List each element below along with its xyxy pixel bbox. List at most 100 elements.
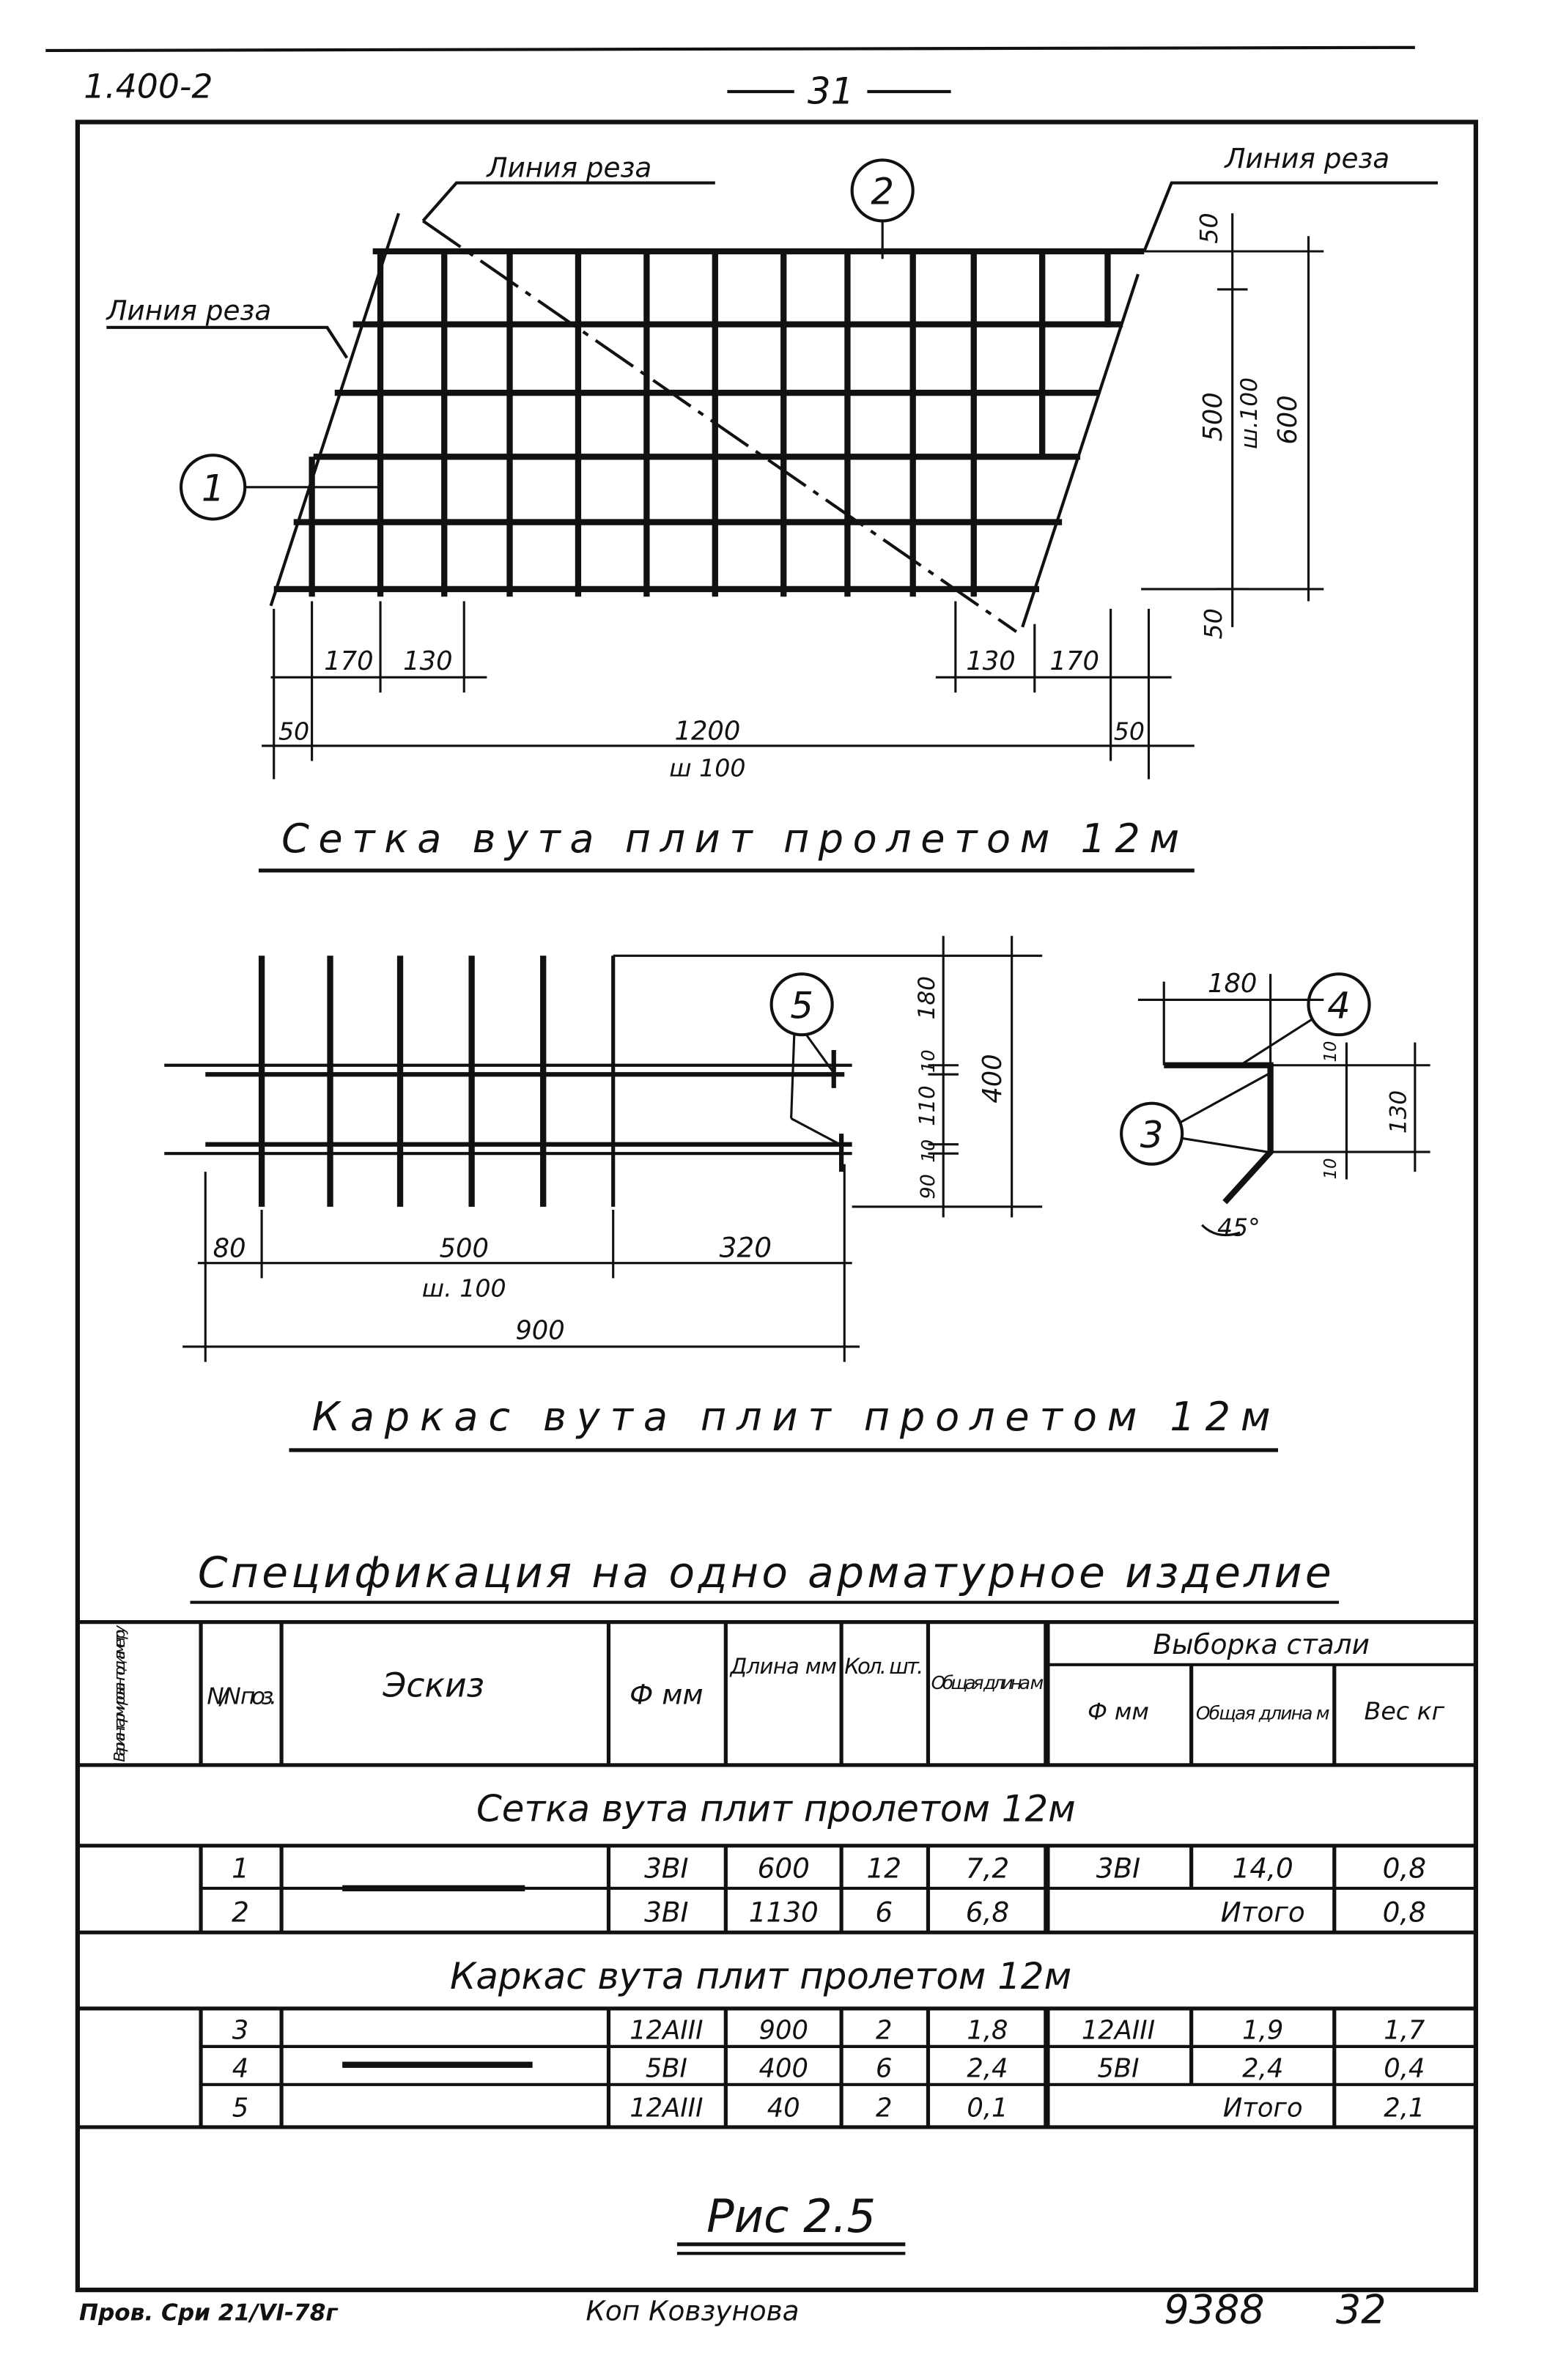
frame-dim-90: 90 <box>917 1174 939 1199</box>
header-total-length: Общая длина м <box>931 1672 1044 1693</box>
svg-text:0,1: 0,1 <box>967 2093 1008 2123</box>
callout-3: 3 <box>1120 1071 1271 1166</box>
frame-dim-80: 80 <box>213 1233 246 1263</box>
svg-text:400: 400 <box>759 2053 808 2083</box>
footer-checked-note: Пров. Сри 21/VI-78г <box>79 2300 339 2327</box>
frame-dim-400: 400 <box>978 1054 1008 1103</box>
svg-text:0,8: 0,8 <box>1383 1896 1426 1929</box>
doc-code: 1.400-2 <box>84 67 213 106</box>
svg-text:0,8: 0,8 <box>1383 1852 1426 1884</box>
table-row: 1 3BI 600 12 7,2 3BI 14,0 0,8 <box>232 1852 1426 1884</box>
frame-dimensions <box>182 936 1043 1362</box>
mesh-horizontal-bars <box>273 248 1145 593</box>
detail-dim-10b: 10 <box>1321 1158 1340 1179</box>
mesh-dimensions-bottom <box>262 601 1195 780</box>
figure-caption: Рис 2.5 <box>706 2189 876 2243</box>
dim-170-right: 170 <box>1050 646 1099 676</box>
header-pos: N/N поз. <box>207 1684 277 1710</box>
dim-170-left: 170 <box>324 646 373 676</box>
svg-text:3BI: 3BI <box>1096 1852 1140 1884</box>
table-row: 3 12AIII 900 2 1,8 12AIII 1,9 1,7 <box>232 2016 1425 2046</box>
svg-text:1130: 1130 <box>749 1896 819 1929</box>
header-dia: Ф мм <box>630 1679 703 1711</box>
svg-text:40: 40 <box>767 2093 800 2123</box>
svg-text:7,2: 7,2 <box>966 1852 1009 1884</box>
header-sel-dia: Ф мм <box>1088 1699 1149 1726</box>
frame-dim-10a: 10 <box>918 1049 939 1073</box>
detail-dim-180: 180 <box>1208 969 1257 999</box>
header-variant: Вариант армирован. по диаметру <box>111 1625 128 1762</box>
svg-text:1,9: 1,9 <box>1242 2016 1283 2046</box>
dim-130-right: 130 <box>966 646 1015 676</box>
spec-table: Вариант армирован. по диаметру N/N поз. … <box>78 1620 1476 2129</box>
frame-dim-320: 320 <box>720 1231 772 1263</box>
dim-50-bottom: 50 <box>1199 608 1227 639</box>
page-number: 31 <box>727 70 951 113</box>
dim-50-top: 50 <box>1195 212 1223 243</box>
mesh-vertical-bars <box>309 251 1111 597</box>
svg-text:900: 900 <box>759 2016 808 2046</box>
frame-drawing: 5 180 10 110 10 90 400 80 500 ш. 100 320… <box>164 936 1278 1452</box>
svg-text:14,0: 14,0 <box>1233 1852 1293 1884</box>
cut-line-label-right: Линия реза <box>1223 142 1389 174</box>
callout-4: 4 <box>1239 972 1371 1067</box>
svg-text:3BI: 3BI <box>644 1896 688 1929</box>
cut-lines <box>106 181 1438 633</box>
svg-text:5: 5 <box>232 2093 248 2123</box>
table-row: 2 3BI 1130 6 6,8 Итого 0,8 <box>232 1896 1426 1929</box>
frame-dim-900: 900 <box>515 1315 564 1345</box>
header-qty: Кол. шт. <box>844 1654 923 1679</box>
frame-vertical-bars <box>258 956 547 1207</box>
svg-text:4: 4 <box>232 2053 248 2083</box>
footer-sheet-number: 32 <box>1336 2287 1387 2333</box>
header-sel-weight: Вес кг <box>1365 1697 1445 1726</box>
svg-text:Итого: Итого <box>1221 1896 1305 1929</box>
detail-drawing: 180 10 130 10 45° 4 3 <box>1120 969 1430 1241</box>
section-title-mesh: Сетка вута плит пролетом 12м <box>476 1788 1076 1830</box>
svg-text:6: 6 <box>875 1896 893 1929</box>
svg-text:12: 12 <box>866 1852 901 1884</box>
svg-text:3: 3 <box>1140 1114 1164 1156</box>
detail-dim-10a: 10 <box>1321 1041 1340 1062</box>
mesh-drawing: Линия реза Линия реза Линия реза 1 2 50 … <box>105 142 1438 873</box>
svg-text:6: 6 <box>876 2053 892 2083</box>
svg-text:5BI: 5BI <box>646 2053 687 2083</box>
svg-text:2,4: 2,4 <box>1242 2053 1283 2083</box>
frame-dim-500: 500 <box>440 1233 489 1263</box>
frame-longitudinal-bars <box>164 1049 852 1172</box>
header-sketch: Эскиз <box>382 1666 484 1704</box>
svg-text:1,8: 1,8 <box>967 2016 1008 2046</box>
dim-600: 600 <box>1273 395 1303 444</box>
dim-130-left: 130 <box>403 646 452 676</box>
detail-dim-130: 130 <box>1385 1090 1411 1134</box>
top-edge-line <box>45 45 1415 53</box>
cut-line-label-top: Линия реза <box>485 151 651 183</box>
dim-500: 500 <box>1198 392 1228 441</box>
dim-1200: 1200 <box>675 716 741 746</box>
svg-text:1,7: 1,7 <box>1384 2016 1425 2046</box>
svg-text:600: 600 <box>758 1852 810 1884</box>
svg-text:2: 2 <box>876 2016 892 2046</box>
svg-text:2,1: 2,1 <box>1384 2093 1425 2123</box>
frame-dim-10b: 10 <box>918 1139 939 1163</box>
callout-1: 1 <box>179 454 381 521</box>
svg-text:5BI: 5BI <box>1097 2053 1139 2083</box>
svg-text:12AIII: 12AIII <box>1082 2016 1155 2046</box>
frame-dim-180: 180 <box>914 976 940 1019</box>
drawing-frame <box>75 119 1479 2293</box>
svg-text:2,4: 2,4 <box>967 2053 1008 2083</box>
svg-text:6,8: 6,8 <box>966 1896 1009 1929</box>
dim-step-h: ш 100 <box>669 753 745 782</box>
dim-step-v: ш.100 <box>1236 377 1263 449</box>
table-row: 4 5BI 400 6 2,4 5BI 2,4 0,4 <box>232 2053 1425 2083</box>
footer-copy-note: Коп Ковзунова <box>586 2295 799 2327</box>
detail-angle: 45° <box>1217 1213 1260 1241</box>
svg-text:0,4: 0,4 <box>1384 2053 1425 2083</box>
frame-title: Каркас вута плит пролетом 12м <box>312 1394 1271 1440</box>
svg-text:2: 2 <box>876 2093 892 2123</box>
svg-text:31: 31 <box>808 70 854 113</box>
callout-2: 2 <box>850 158 915 259</box>
dim-50-left: 50 <box>278 717 309 745</box>
header-steel-selection: Выборка стали <box>1153 1628 1369 1660</box>
